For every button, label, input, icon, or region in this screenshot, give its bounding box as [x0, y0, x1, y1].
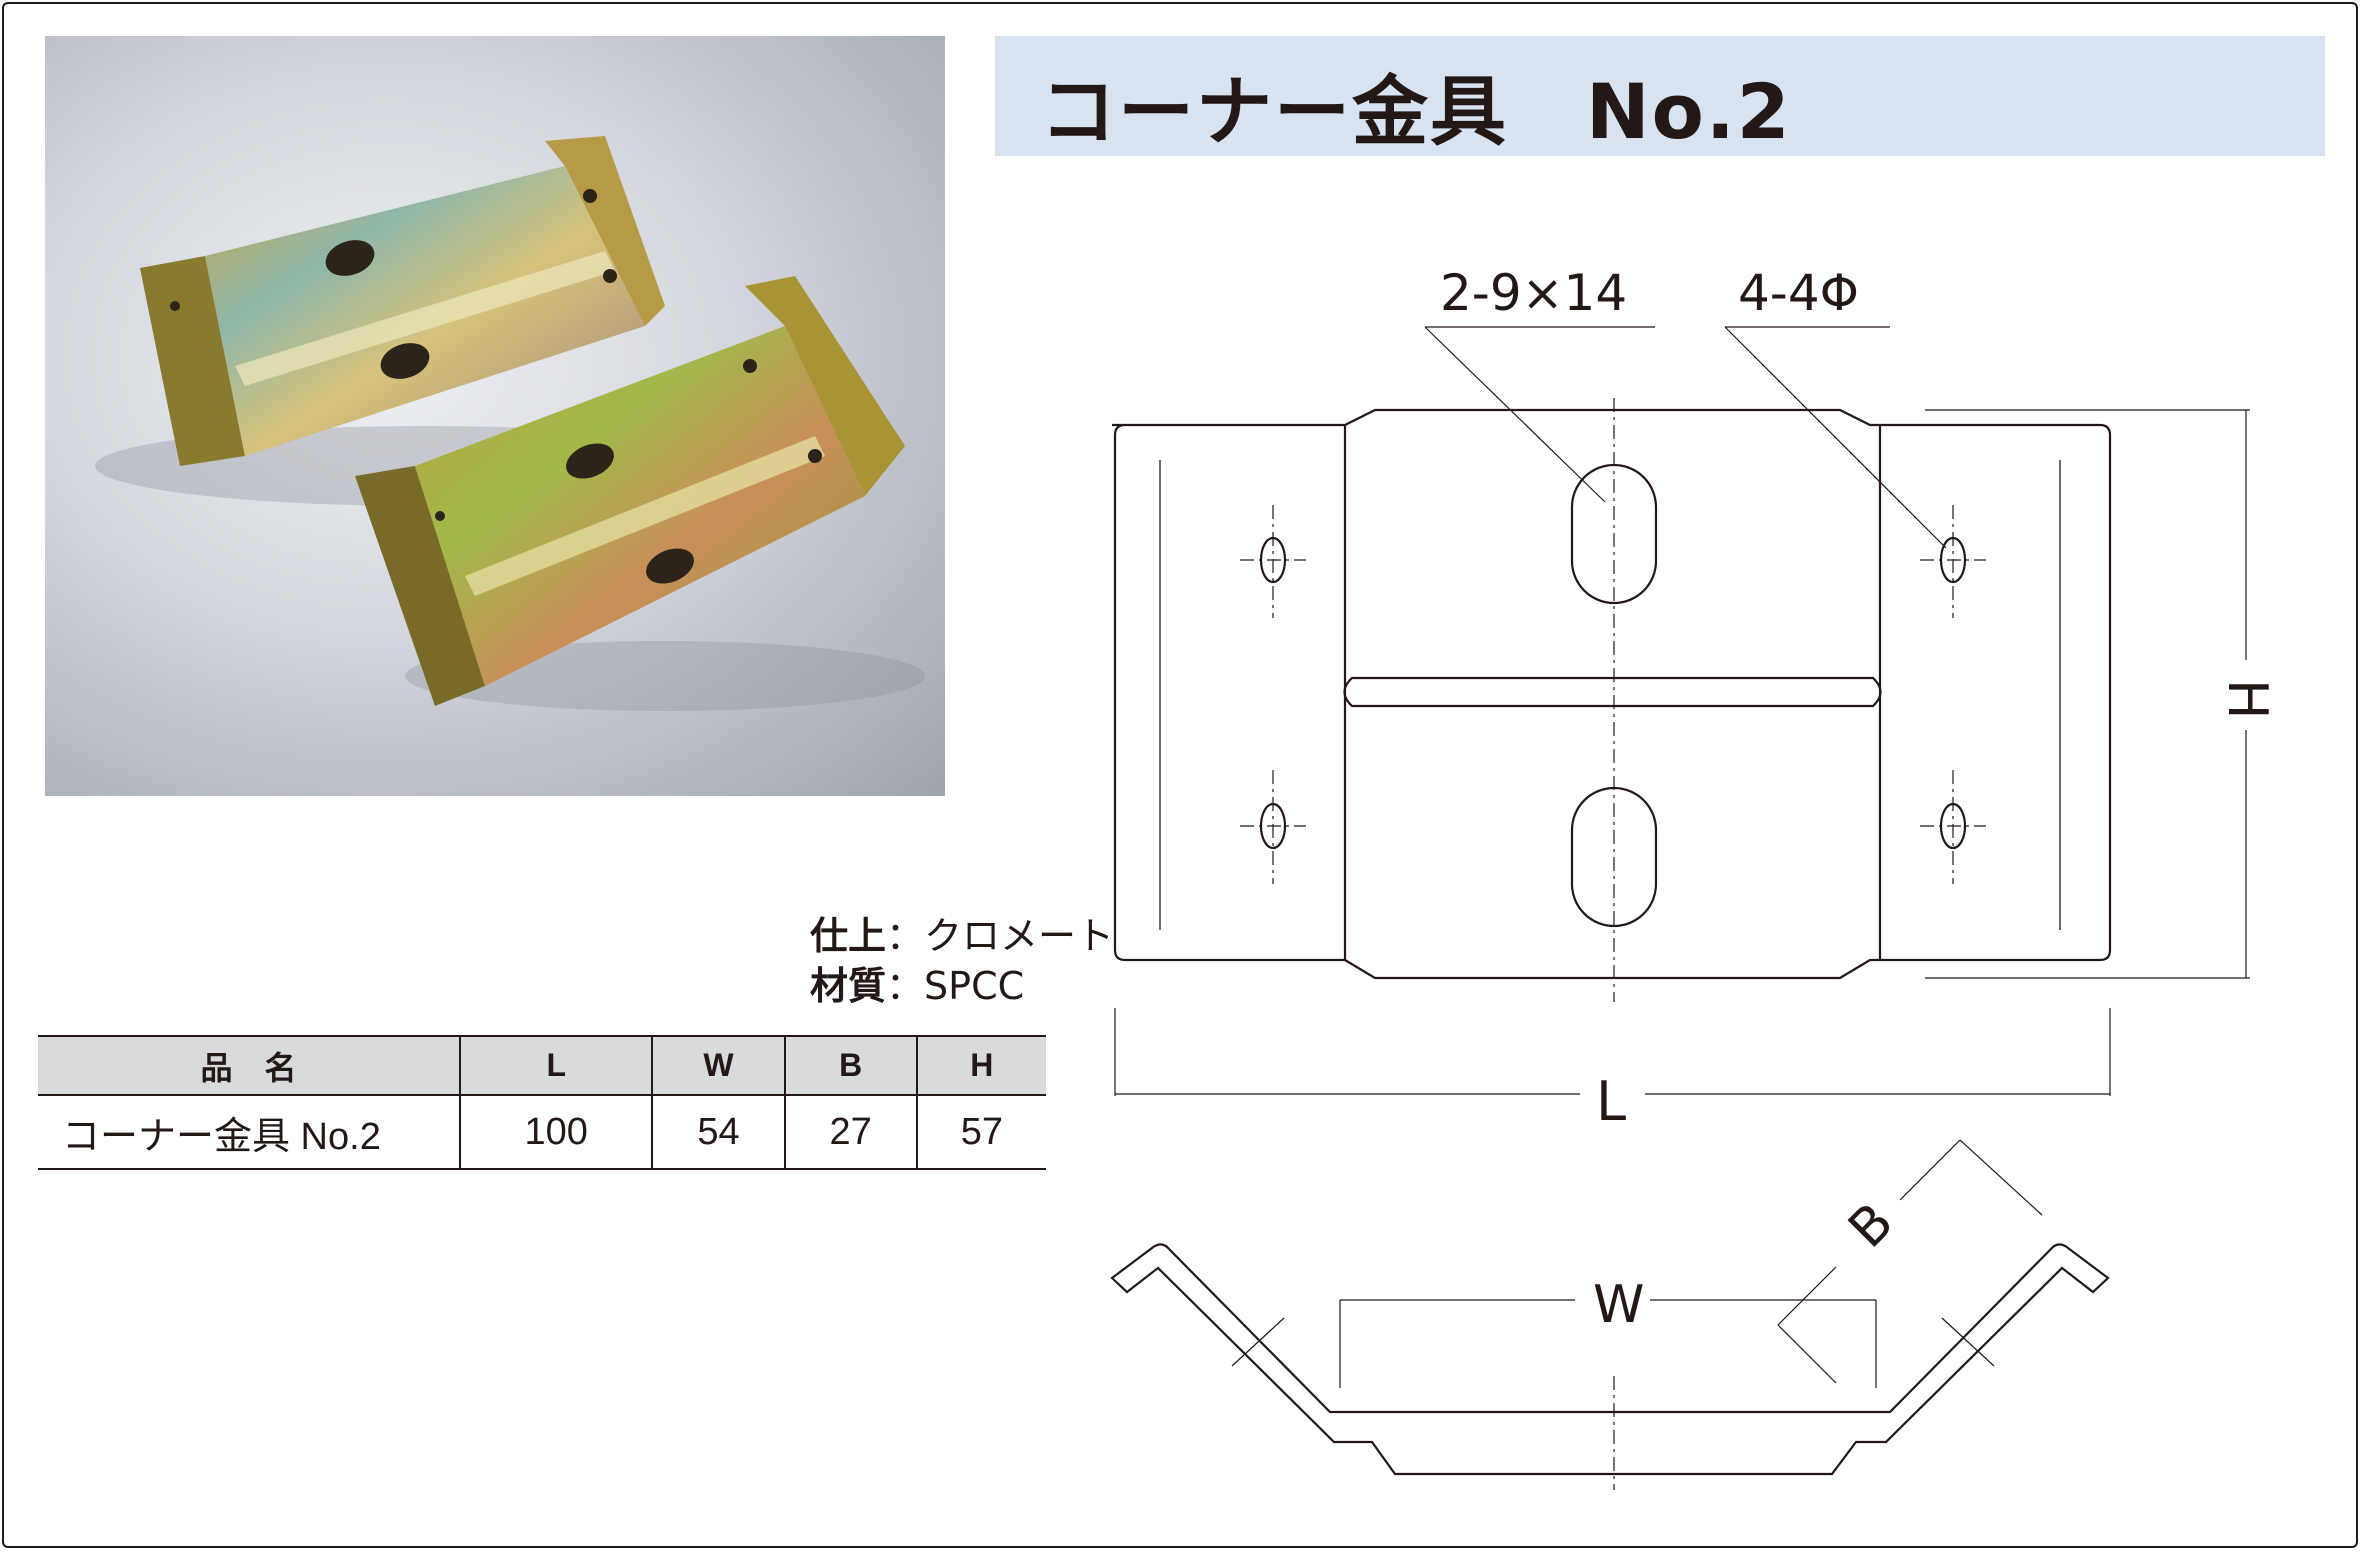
table-header-row: 品 名 L W B H [38, 1035, 1046, 1096]
dimension-table: 品 名 L W B H コーナー金具 No.2 100 54 27 57 [38, 1035, 1046, 1170]
plate-outline [1112, 408, 2112, 980]
header-H: H [915, 1035, 1046, 1096]
center-rib [1343, 676, 1882, 708]
spec-separator: ： [886, 914, 925, 958]
profile-view [1110, 1243, 2110, 1476]
dim-label-H: H [2216, 679, 2279, 720]
header-W: W [651, 1035, 785, 1096]
material-value: SPCC [924, 964, 1025, 1008]
callout-holes: 4-4Φ [1738, 264, 1859, 322]
spec-separator: ： [886, 964, 925, 1008]
cell-W: 54 [651, 1095, 785, 1170]
finish-spec: 仕上：クロメート [810, 905, 1114, 960]
product-photo [45, 36, 945, 796]
table-row: コーナー金具 No.2 100 54 27 57 [38, 1095, 1046, 1170]
material-label: 材質 [810, 964, 887, 1008]
dim-label-W: W [1593, 1275, 1644, 1335]
title-band [995, 36, 2325, 156]
finish-value: クロメート [924, 914, 1115, 958]
dim-label-L: L [1596, 1070, 1626, 1133]
callout-slots: 2-9×14 [1440, 264, 1627, 322]
cell-H: 57 [915, 1095, 1046, 1170]
header-B: B [783, 1035, 917, 1096]
material-spec: 材質：SPCC [810, 955, 1024, 1010]
dim-label-B: B [1837, 1192, 1905, 1260]
cell-name: コーナー金具 No.2 [38, 1095, 460, 1170]
header-L: L [458, 1035, 653, 1096]
header-name: 品 名 [38, 1035, 460, 1096]
page-title: コーナー金具 No.2 [1040, 67, 1792, 156]
cell-B: 27 [783, 1095, 917, 1170]
cell-L: 100 [458, 1095, 653, 1170]
finish-label: 仕上 [810, 914, 887, 958]
